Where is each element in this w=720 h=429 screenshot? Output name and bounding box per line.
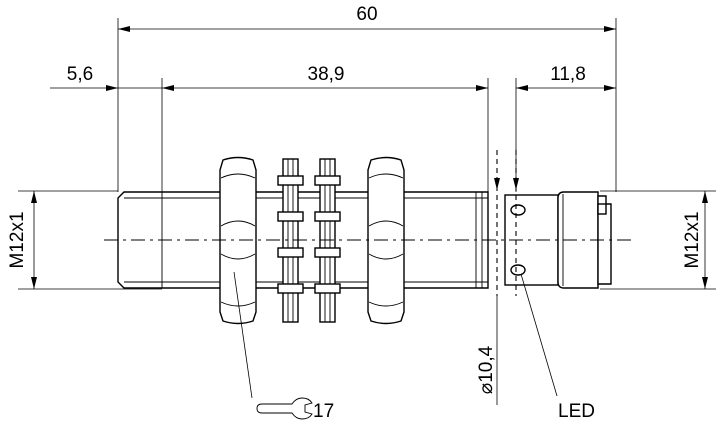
dim-diameter: ⌀10,4 [476, 150, 519, 405]
led-window-top [510, 204, 526, 216]
thread-right-label: M12x1 [682, 211, 703, 268]
hex-nut-left [219, 156, 257, 325]
thread-left-label: M12x1 [7, 211, 28, 268]
dim-thread-length: 38,9 [162, 64, 489, 192]
diameter-label: ⌀10,4 [476, 345, 497, 394]
dim-overall: 60 [117, 4, 617, 192]
dim-thread-left: M12x1 [7, 190, 162, 290]
dim-overall-label: 60 [356, 4, 377, 25]
led-label: LED [558, 401, 595, 422]
led-callout: LED [520, 273, 595, 422]
dim-connector-length-label: 11,8 [550, 64, 586, 85]
wrench-size-label: 17 [313, 401, 334, 422]
wrench-callout: 17 [233, 271, 334, 422]
dim-left-offset-label: 5,6 [67, 64, 93, 85]
dim-left-offset: 5,6 [50, 64, 174, 192]
wrench-icon [256, 397, 313, 420]
dim-thread-length-label: 38,9 [308, 64, 345, 85]
led-window-bottom [510, 264, 526, 276]
dim-connector-length: 11,8 [515, 64, 616, 192]
connector-housing [504, 191, 612, 289]
dim-thread-right: M12x1 [600, 190, 716, 290]
lock-washer-left [277, 158, 304, 323]
